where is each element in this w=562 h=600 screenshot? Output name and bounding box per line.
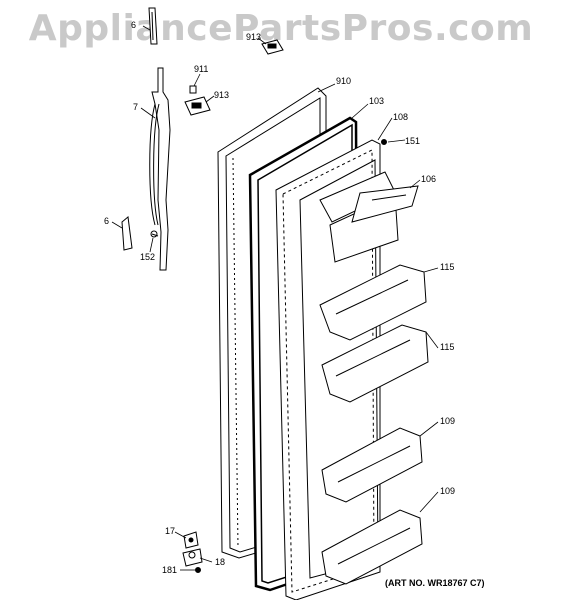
- screw-part: [195, 567, 201, 573]
- callout-108: 108: [393, 112, 408, 122]
- callout-911: 911: [194, 64, 208, 74]
- callout-103: 103: [369, 96, 384, 106]
- screw-part: [381, 139, 387, 145]
- door-bin-part: [321, 509, 423, 585]
- door-shelf-bin-part: [319, 264, 427, 341]
- callout-151: 151: [405, 136, 420, 146]
- hinge-plate-part: [184, 96, 211, 116]
- callout-115: 115: [440, 342, 454, 352]
- callout-109: 109: [440, 416, 455, 426]
- screw-part: [150, 230, 159, 238]
- callout-910: 910: [336, 76, 351, 86]
- dairy-compartment-part: [319, 171, 419, 263]
- watermark: AppliancePartsPros.com: [28, 8, 534, 49]
- bushing-part: [182, 548, 203, 567]
- callout-6: 6: [104, 216, 109, 226]
- bottom-hinge-part: [183, 531, 199, 549]
- callout-18: 18: [215, 557, 225, 567]
- callout-6: 6: [131, 20, 136, 30]
- callout-115: 115: [440, 262, 454, 272]
- door-shelf-bin-part: [321, 324, 429, 403]
- callout-17: 17: [165, 526, 175, 536]
- handle-trim-part: [121, 216, 133, 251]
- art-number: (ART NO. WR18767 C7): [385, 578, 485, 588]
- bushing-part: [189, 85, 197, 94]
- callout-181: 181: [162, 565, 177, 575]
- callout-106: 106: [421, 174, 436, 184]
- callout-7: 7: [133, 102, 138, 112]
- callout-109: 109: [440, 486, 455, 496]
- callout-913: 913: [246, 32, 261, 42]
- callout-913: 913: [214, 90, 229, 100]
- leader-lines: [111, 25, 439, 571]
- door-bin-part: [321, 427, 423, 503]
- door-handle-part: [149, 67, 171, 271]
- callout-152: 152: [140, 252, 155, 262]
- top-hinge-part: [261, 39, 284, 55]
- hinge-cap-part: [148, 7, 158, 45]
